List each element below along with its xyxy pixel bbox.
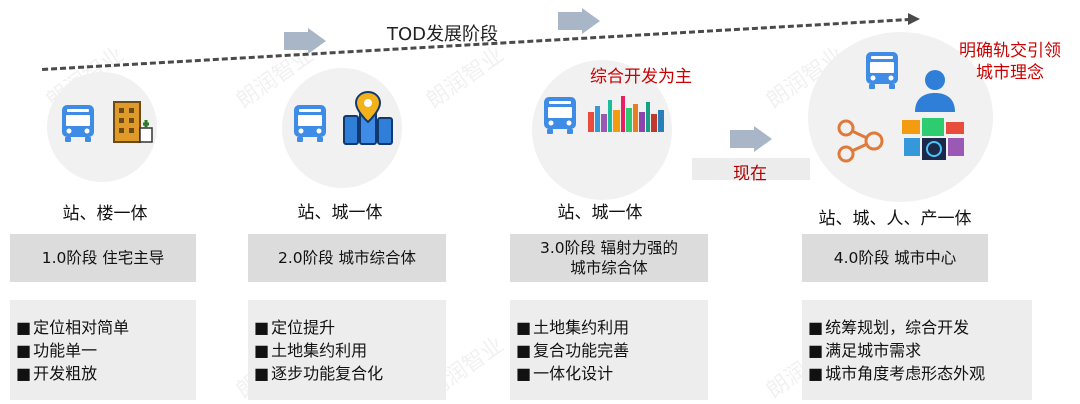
stage4-bullet: 城市角度考虑形态外观: [808, 362, 1032, 385]
now-label: 现在: [733, 164, 767, 184]
bus-icon: [544, 97, 576, 134]
stage3-note: 综合开发为主: [590, 67, 692, 87]
stage-circle-4: [808, 32, 993, 202]
stage3-box: 3.0阶段 辐射力强的 城市综合体: [510, 234, 708, 282]
stage3-panel: 土地集约利用 复合功能完善 一体化设计: [510, 300, 708, 400]
stage1-bullet: 开发粗放: [16, 362, 196, 385]
stage2-title: 2.0阶段 城市综合体: [277, 249, 417, 267]
stage1-combo-label: 站、楼一体: [62, 204, 148, 224]
tech-collage-icon: [902, 118, 964, 160]
stage1-bullet: 功能单一: [16, 339, 196, 362]
stage3-title: 3.0阶段 辐射力强的 城市综合体: [539, 239, 679, 277]
stage2-box: 2.0阶段 城市综合体: [248, 234, 446, 282]
stage4-combo-label: 站、城、人、产一体: [818, 209, 972, 229]
network-icon: [837, 119, 884, 163]
stage3-combo-label: 站、城一体: [557, 203, 643, 223]
stage1-box: 1.0阶段 住宅主导: [10, 234, 196, 282]
stage2-combo-label: 站、城一体: [297, 203, 383, 223]
timeline-title: TOD发展阶段: [387, 24, 499, 45]
stage4-box: 4.0阶段 城市中心: [802, 234, 988, 282]
stage2-panel: 定位提升 土地集约利用 逐步功能复合化: [248, 300, 446, 400]
person-icon: [915, 70, 955, 112]
city-location-icon: [343, 90, 393, 145]
stage2-bullet: 土地集约利用: [254, 339, 446, 362]
stage3-bullet: 土地集约利用: [516, 316, 708, 339]
city-skyline-icon: [588, 96, 664, 132]
stage3-bullet: 一体化设计: [516, 362, 708, 385]
stage3-bullet: 复合功能完善: [516, 339, 708, 362]
stage4-bullet: 统筹规划，综合开发: [808, 316, 1032, 339]
timeline-arrowhead-icon: [908, 13, 920, 25]
bus-icon: [294, 105, 326, 142]
stage2-bullet: 逐步功能复合化: [254, 362, 446, 385]
stage4-panel: 统筹规划，综合开发 满足城市需求 城市角度考虑形态外观: [802, 300, 1032, 400]
stage4-title: 4.0阶段 城市中心: [833, 249, 957, 267]
stage1-title: 1.0阶段 住宅主导: [41, 249, 165, 267]
bus-icon: [866, 52, 898, 89]
building-icon: [113, 101, 153, 143]
now-arrow-icon: [730, 126, 772, 152]
stage4-note: 明确轨交引领 城市理念: [959, 41, 1061, 83]
now-marker-bar: [692, 158, 810, 180]
stage1-panel: 定位相对简单 功能单一 开发粗放: [10, 300, 196, 400]
bus-icon: [62, 105, 94, 142]
chevron-arrow-icon: [284, 28, 326, 54]
stage2-bullet: 定位提升: [254, 316, 446, 339]
chevron-arrow-icon: [558, 8, 600, 34]
stage1-bullet: 定位相对简单: [16, 316, 196, 339]
watermark: 朗润智业: [422, 42, 509, 114]
stage4-bullet: 满足城市需求: [808, 339, 1032, 362]
